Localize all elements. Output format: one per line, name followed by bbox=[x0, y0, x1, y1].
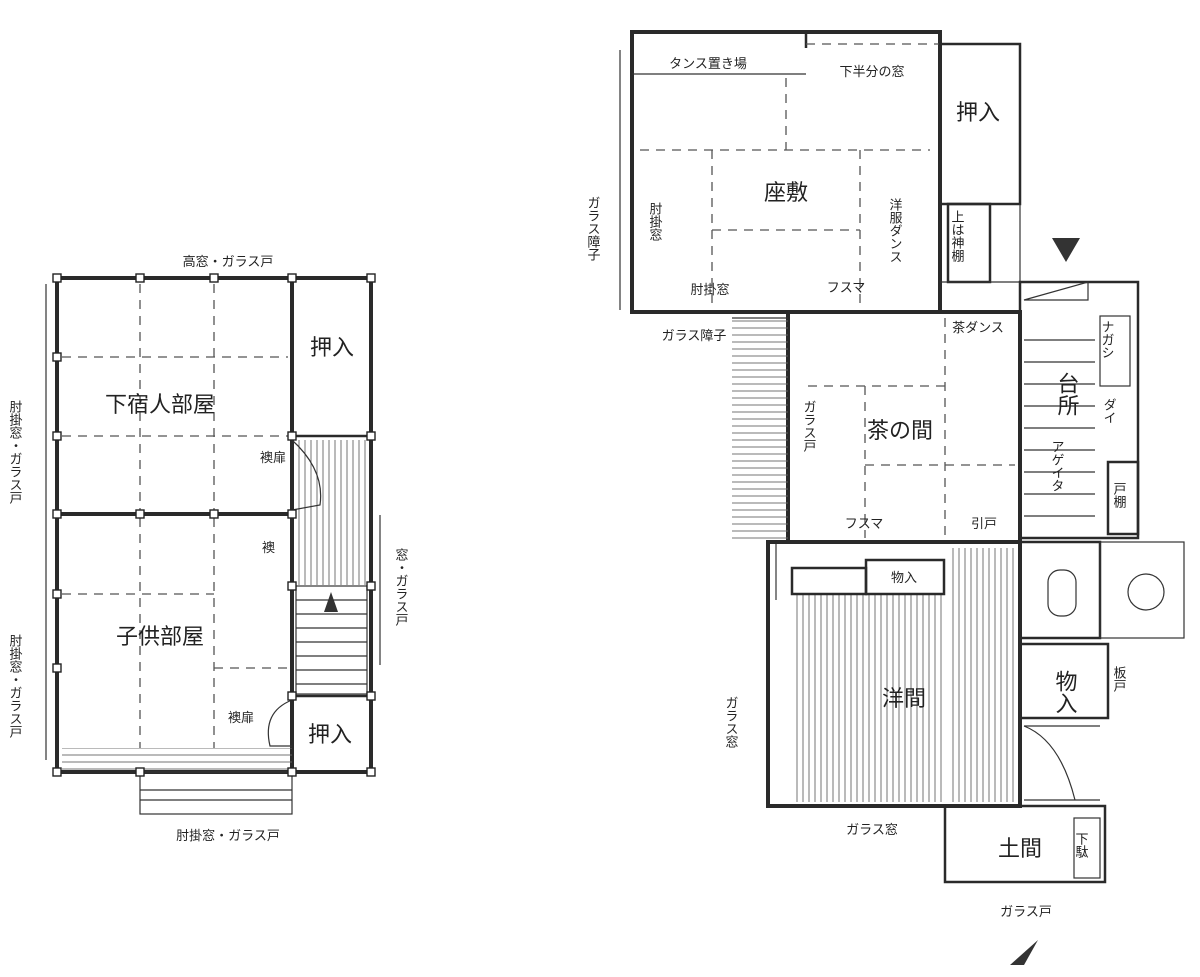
label-kamidana: 上は神棚 bbox=[949, 210, 965, 262]
label-garasumado-horizontal: ガラス窓 bbox=[846, 822, 898, 838]
bottom-balcony bbox=[139, 771, 293, 815]
post-marker bbox=[209, 509, 219, 519]
post-marker bbox=[52, 589, 62, 599]
upper-floor-plan bbox=[45, 273, 381, 815]
bath-room bbox=[1099, 541, 1185, 639]
label-garasumado-vertical: ガラス窓 bbox=[723, 696, 739, 748]
post-marker bbox=[287, 509, 297, 519]
label-monoire-small: 物入 bbox=[891, 571, 917, 586]
stair-spiral bbox=[1023, 725, 1076, 801]
label-kahanbun: 下半分の窓 bbox=[839, 64, 904, 80]
stair-up-arrow-icon bbox=[324, 592, 338, 612]
label-takamado: 高窓・ガラス戸 bbox=[183, 254, 274, 270]
post-marker bbox=[366, 581, 376, 591]
post-marker bbox=[366, 767, 376, 777]
label-nagashi: ナガシ bbox=[1099, 320, 1114, 359]
label-cha-dansu: 茶ダンス bbox=[952, 320, 1004, 336]
posts bbox=[52, 273, 376, 777]
label-garasudo-bottom: ガラス戸 bbox=[1000, 905, 1052, 920]
label-left-window-lower: 肘掛窓・ガラス戸 bbox=[7, 634, 23, 738]
label-fusumatobira-lower: 襖扉 bbox=[228, 710, 254, 726]
cupboard bbox=[1106, 460, 1140, 536]
label-dai: ダイ bbox=[1101, 398, 1116, 424]
post-marker bbox=[52, 663, 62, 673]
post-marker bbox=[287, 691, 297, 701]
post-marker bbox=[287, 273, 297, 283]
label-geshuku-room: 下宿人部屋 bbox=[105, 393, 215, 418]
label-kodomo-room: 子供部屋 bbox=[116, 625, 204, 650]
post-marker bbox=[366, 273, 376, 283]
labels: 高窓・ガラス戸 押入 下宿人部屋 肘掛窓・ガラス戸 襖扉 襖 窓・ガラス戸 子供… bbox=[7, 57, 1127, 920]
post-marker bbox=[52, 431, 62, 441]
sink bbox=[1099, 315, 1131, 387]
label-garasu-shoji-left: ガラス障子 bbox=[585, 196, 601, 261]
label-tansu-okiba: タンス置き場 bbox=[669, 57, 747, 72]
toilet-icon bbox=[1047, 569, 1077, 617]
label-daidokoro: 台所 bbox=[1054, 372, 1080, 416]
door-swing-lower bbox=[267, 699, 293, 747]
label-oshiire-upper: 押入 bbox=[310, 336, 354, 361]
doma-room bbox=[943, 804, 1107, 884]
south-entrance-arrow-icon bbox=[1010, 940, 1038, 965]
ground-floor-plan bbox=[619, 30, 1185, 965]
label-fusuma-mid: フスマ bbox=[845, 517, 884, 532]
label-itado: 板戸 bbox=[1111, 666, 1127, 692]
label-left-window-upper: 肘掛窓・ガラス戸 bbox=[7, 400, 23, 504]
label-chanoma: 茶の間 bbox=[867, 419, 933, 444]
post-marker bbox=[366, 431, 376, 441]
label-hikido: 引戸 bbox=[971, 517, 997, 532]
label-yoma: 洋間 bbox=[882, 687, 926, 712]
left-staircase bbox=[732, 318, 788, 540]
label-monoire: 物入 bbox=[1052, 670, 1078, 714]
label-oshiire-right: 押入 bbox=[956, 101, 1000, 126]
post-marker bbox=[287, 581, 297, 591]
post-marker bbox=[287, 767, 297, 777]
label-doma: 土間 bbox=[998, 837, 1042, 862]
label-yofuku-dansu: 洋服ダンス bbox=[887, 198, 903, 263]
post-marker bbox=[52, 273, 62, 283]
label-fusuma-top: フスマ bbox=[827, 281, 866, 296]
door-swing bbox=[291, 439, 322, 511]
post-marker bbox=[52, 352, 62, 362]
label-hijikake-vertical: 肘掛窓 bbox=[647, 202, 663, 241]
corridor-floor bbox=[296, 440, 367, 585]
storage-small bbox=[864, 558, 946, 596]
toilet-room bbox=[1018, 540, 1102, 640]
post-marker bbox=[135, 767, 145, 777]
label-todana: 戸棚 bbox=[1111, 482, 1127, 508]
geta-box bbox=[1073, 817, 1101, 879]
label-oshiire-lower: 押入 bbox=[308, 723, 352, 748]
yoma-wall bbox=[766, 540, 1022, 808]
label-garasudo-vertical: ガラス戸 bbox=[801, 400, 817, 452]
label-mado-garasudo: 窓・ガラス戸 bbox=[393, 547, 409, 626]
label-hijikake-horizontal: 肘掛窓 bbox=[690, 282, 729, 298]
post-marker bbox=[135, 273, 145, 283]
label-zashiki: 座敷 bbox=[764, 181, 808, 206]
kitchen-wall bbox=[1018, 280, 1140, 540]
label-garasu-shoji-bottom: ガラス障子 bbox=[662, 329, 727, 344]
post-marker bbox=[135, 509, 145, 519]
label-geta: 下駄 bbox=[1073, 832, 1089, 858]
label-fusuma-small: 襖 bbox=[262, 541, 275, 556]
bath-tub-icon bbox=[1127, 573, 1165, 611]
label-bottom-window: 肘掛窓・ガラス戸 bbox=[176, 828, 280, 844]
north-entrance-arrow-icon bbox=[1052, 238, 1080, 262]
label-fusumatobira: 襖扉 bbox=[260, 450, 286, 466]
post-marker bbox=[52, 509, 62, 519]
post-marker bbox=[209, 273, 219, 283]
veranda bbox=[62, 748, 292, 772]
label-ageita: アゲイタ bbox=[1049, 440, 1065, 492]
staircase bbox=[295, 585, 368, 695]
post-marker bbox=[52, 767, 62, 777]
post-marker bbox=[366, 691, 376, 701]
post-marker bbox=[287, 431, 297, 441]
